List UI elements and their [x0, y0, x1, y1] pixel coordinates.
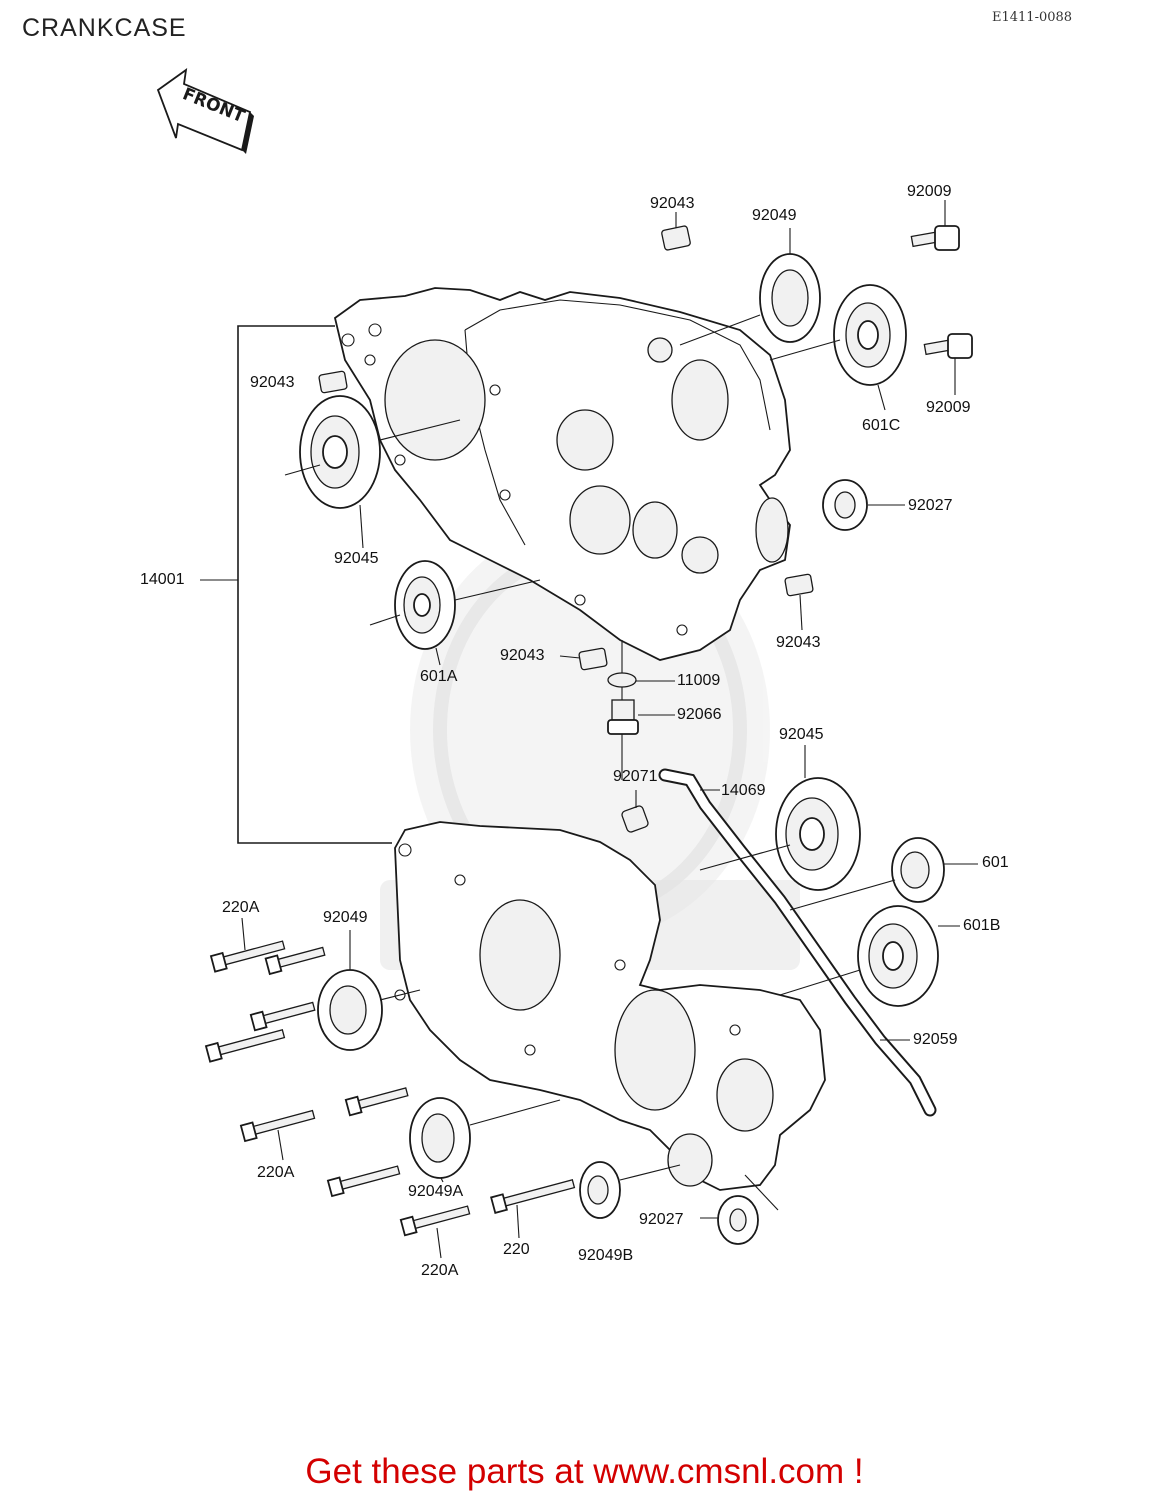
bearing-92045-upper: [299, 395, 381, 509]
label-11009: 11009: [677, 672, 721, 689]
label-220A-bottom: 220A: [421, 1262, 459, 1279]
collar-92027-lower: [717, 1195, 759, 1245]
label-92049B: 92049B: [578, 1247, 634, 1264]
collar-92027-upper: [822, 479, 868, 531]
label-601B: 601B: [963, 917, 1001, 934]
label-601: 601: [982, 854, 1009, 871]
label-92043-top: 92043: [650, 195, 695, 212]
washer-11009: [607, 672, 637, 688]
label-92043-right: 92043: [776, 634, 821, 651]
hose-92059: [658, 768, 937, 1117]
front-arrow-icon: FRONT: [156, 68, 254, 154]
bearing-601A: [394, 560, 456, 650]
label-92027-lower: 92027: [639, 1211, 684, 1228]
lower-crankcase: [394, 821, 826, 1191]
dowel-pin-92043-top: [661, 225, 691, 251]
page-title: CRANKCASE: [22, 14, 187, 42]
bearing-601: [891, 837, 945, 903]
label-601C: 601C: [862, 417, 901, 434]
label-92027-upper: 92027: [908, 497, 953, 514]
upper-crankcase: [333, 287, 791, 661]
dowel-pin-92043-right: [784, 573, 814, 597]
label-14069: 14069: [721, 782, 766, 799]
label-220A-middle: 220A: [257, 1164, 295, 1181]
promo-banner-link[interactable]: Get these parts at www.cmsnl.com !: [305, 1452, 864, 1491]
bolt-92009-bottom: [923, 333, 973, 359]
label-601A: 601A: [420, 668, 458, 685]
bolt-220A-group: [204, 940, 576, 1237]
dowel-pin-92043-left: [318, 370, 348, 394]
oil-seal-92049A: [409, 1097, 471, 1179]
label-92045-lower: 92045: [779, 726, 824, 743]
bearing-601B: [857, 905, 939, 1007]
label-92066: 92066: [677, 706, 722, 723]
bearing-92045-lower: [775, 777, 861, 891]
label-92043-bottom: 92043: [500, 647, 545, 664]
label-92059: 92059: [913, 1031, 958, 1048]
bolt-92009-top: [910, 225, 960, 251]
label-220: 220: [503, 1241, 530, 1258]
diagram-code: E1411-0088: [992, 10, 1073, 25]
label-92049A: 92049A: [408, 1183, 464, 1200]
label-92045-upper: 92045: [334, 550, 379, 567]
label-220A-top: 220A: [222, 899, 260, 916]
label-92049-lower: 92049: [323, 909, 368, 926]
oil-seal-92049-top: [759, 253, 821, 343]
label-92071: 92071: [613, 768, 658, 785]
nipple-92071: [621, 805, 649, 833]
label-92043-left: 92043: [250, 374, 295, 391]
label-92049-top: 92049: [752, 207, 797, 224]
label-92009-top: 92009: [907, 183, 952, 200]
label-92009-bottom: 92009: [926, 399, 971, 416]
drain-plug-92066: [607, 699, 639, 735]
oil-seal-92049-lower: [317, 969, 383, 1051]
label-14001: 14001: [140, 571, 185, 588]
bearing-601C: [833, 284, 907, 386]
dowel-pin-92043-bottom: [578, 647, 608, 671]
oil-seal-92049B: [579, 1161, 621, 1219]
